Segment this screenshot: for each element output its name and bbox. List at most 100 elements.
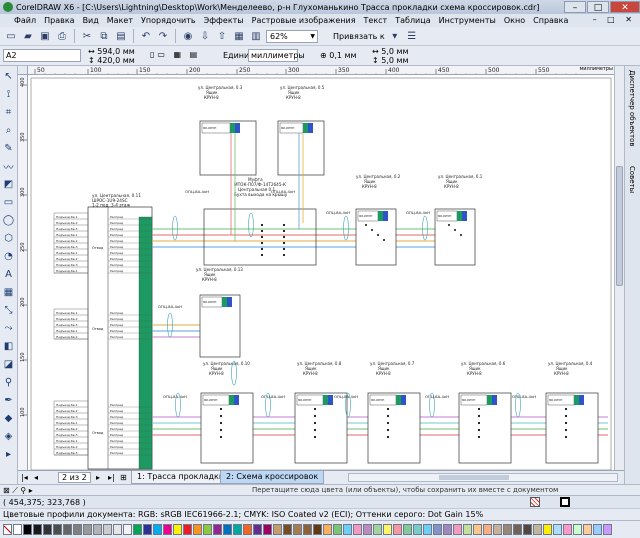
menu-file[interactable]: Файл (14, 16, 37, 25)
color-swatch[interactable] (383, 524, 392, 535)
vertical-scrollbar[interactable] (614, 66, 624, 470)
new-document-icon[interactable]: ▭ (6, 30, 16, 42)
zoom-level-select[interactable]: 62%▼ (266, 29, 318, 43)
color-swatch[interactable] (203, 524, 212, 535)
ellipse-tool-icon[interactable]: ◯ (2, 214, 15, 226)
color-swatch[interactable] (563, 524, 572, 535)
orientation-icons[interactable]: ▯▭ ▦ ▤ (150, 50, 201, 59)
color-swatch[interactable] (323, 524, 332, 535)
rectangle-tool-icon[interactable]: ▭ (3, 196, 14, 208)
color-swatch[interactable] (193, 524, 202, 535)
color-swatch[interactable] (473, 524, 482, 535)
color-swatch[interactable] (593, 524, 602, 535)
cut-icon[interactable]: ✂ (82, 30, 92, 42)
import-icon[interactable]: ⇩ (200, 30, 210, 42)
redo-icon[interactable]: ↷ (158, 30, 168, 42)
pick-tool-icon[interactable]: ↖ (4, 70, 13, 82)
artistic-media-icon[interactable]: 〰 (3, 162, 14, 174)
toolbox-more-icon[interactable]: ▸ (5, 448, 12, 460)
outline-pen-icon[interactable]: ✒ (4, 394, 13, 406)
color-swatch[interactable] (53, 524, 62, 535)
color-profiles-text[interactable]: Цветовые профили документа: RGB: sRGB IE… (3, 510, 484, 519)
snap-chevron-icon[interactable]: ▾ (392, 30, 398, 42)
color-swatch[interactable] (63, 524, 72, 535)
color-swatch[interactable] (93, 524, 102, 535)
table-tool-icon[interactable]: ▦ (3, 286, 14, 298)
palette-tools-icon[interactable]: ⊠ ⟋ ⚲ ▸ (3, 486, 33, 495)
menu-text[interactable]: Текст (363, 16, 388, 25)
color-swatch[interactable] (133, 524, 142, 535)
basic-shapes-icon[interactable]: ◔ (4, 250, 13, 262)
color-swatch[interactable] (43, 524, 52, 535)
color-swatch[interactable] (153, 524, 162, 535)
menu-tools[interactable]: Инструменты (438, 16, 496, 25)
color-swatch[interactable] (273, 524, 282, 535)
color-swatch[interactable] (243, 524, 252, 535)
color-swatch[interactable] (413, 524, 422, 535)
color-swatch[interactable] (83, 524, 92, 535)
menu-effects[interactable]: Эффекты (203, 16, 244, 25)
snap-to-dropdown[interactable]: Привязать к (333, 31, 385, 41)
connector-tool-icon[interactable]: ⤳ (4, 322, 13, 334)
options-icon[interactable]: ☰ (407, 30, 417, 42)
color-swatch[interactable] (353, 524, 362, 535)
freehand-tool-icon[interactable]: ✎ (4, 142, 13, 154)
app-launcher-icon[interactable]: ▦ (234, 30, 244, 42)
color-swatch[interactable] (293, 524, 302, 535)
color-swatch[interactable] (523, 524, 532, 535)
tab-page-1[interactable]: 1: Трасса прокладки (131, 471, 231, 484)
color-swatch[interactable] (543, 524, 552, 535)
color-swatch[interactable] (113, 524, 122, 535)
color-swatch[interactable] (163, 524, 172, 535)
hints-tab[interactable]: Советы (628, 166, 636, 194)
color-swatch[interactable] (463, 524, 472, 535)
interactive-fill-icon[interactable]: ◈ (4, 430, 13, 442)
page-height-field[interactable]: ↕ 420,0 мм (88, 56, 135, 65)
color-swatch[interactable] (573, 524, 582, 535)
print-icon[interactable]: ⎙ (58, 30, 66, 42)
prev-page-button[interactable]: ◂ (34, 473, 39, 482)
color-swatch[interactable] (73, 524, 82, 535)
color-swatch[interactable] (443, 524, 452, 535)
vertical-scroll-thumb[interactable] (616, 166, 623, 286)
last-page-button[interactable]: ▸| (108, 473, 115, 482)
color-swatch[interactable] (423, 524, 432, 535)
menu-arrange[interactable]: Упорядочить (141, 16, 196, 25)
color-swatch[interactable] (123, 524, 132, 535)
color-swatch[interactable] (173, 524, 182, 535)
eyedropper-tool-icon[interactable]: ⚲ (4, 376, 13, 388)
color-swatch[interactable] (493, 524, 502, 535)
text-tool-icon[interactable]: A (5, 268, 12, 280)
color-swatch[interactable] (143, 524, 152, 535)
color-swatch[interactable] (583, 524, 592, 535)
smart-fill-icon[interactable]: ◩ (3, 178, 14, 190)
color-swatch[interactable] (533, 524, 542, 535)
polygon-tool-icon[interactable]: ⬡ (4, 232, 13, 244)
close-button[interactable]: ✕ (610, 0, 640, 13)
menu-help[interactable]: Справка (533, 16, 569, 25)
menu-table[interactable]: Таблица (395, 16, 431, 25)
object-manager-tab[interactable]: Диспетчер объектов (628, 70, 636, 147)
open-folder-icon[interactable]: ▰ (24, 30, 32, 42)
horizontal-scrollbar[interactable] (348, 473, 618, 482)
ruler-origin[interactable] (18, 66, 28, 75)
zoom-tool-icon[interactable]: ⌕ (5, 124, 12, 136)
color-swatch[interactable] (103, 524, 112, 535)
document-window-controls[interactable]: – □ ✕ (592, 15, 636, 24)
menu-layout[interactable]: Макет (106, 16, 133, 25)
color-swatch[interactable] (453, 524, 462, 535)
color-swatch[interactable] (13, 524, 22, 535)
color-swatch[interactable] (223, 524, 232, 535)
color-swatch[interactable] (283, 524, 292, 535)
color-swatch[interactable] (333, 524, 342, 535)
outline-indicator-icon[interactable] (560, 497, 570, 507)
minimize-button[interactable]: – (564, 0, 586, 13)
welcome-screen-icon[interactable]: ▥ (251, 30, 261, 42)
color-swatch[interactable] (253, 524, 262, 535)
dimension-tool-icon[interactable]: ⤡ (4, 304, 13, 316)
add-page-button[interactable]: ⊞ (120, 473, 127, 482)
page-size-select[interactable]: A2 (3, 49, 81, 62)
